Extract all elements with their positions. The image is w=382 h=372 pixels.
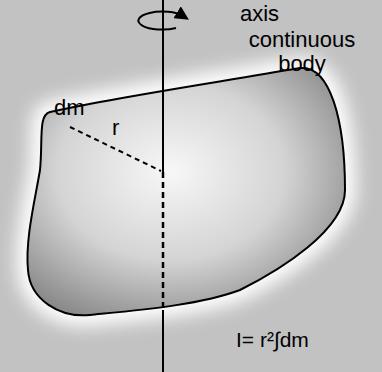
body-label: continuous body (232, 28, 372, 76)
body-halo (27, 68, 345, 315)
continuous-body: dm r (20, 60, 355, 325)
rotation-axis (162, 0, 164, 172)
rotation-arrow (138, 12, 183, 30)
radius-line (70, 127, 161, 171)
rotation-axis-hidden (162, 172, 165, 310)
formula-label: I= r²∫dm (236, 328, 309, 351)
body-shape (27, 68, 345, 315)
mass-element-label: dm (54, 96, 85, 120)
radius-label: r (112, 116, 119, 140)
rotation-axis (162, 310, 164, 372)
axis-label: axis (240, 2, 279, 26)
